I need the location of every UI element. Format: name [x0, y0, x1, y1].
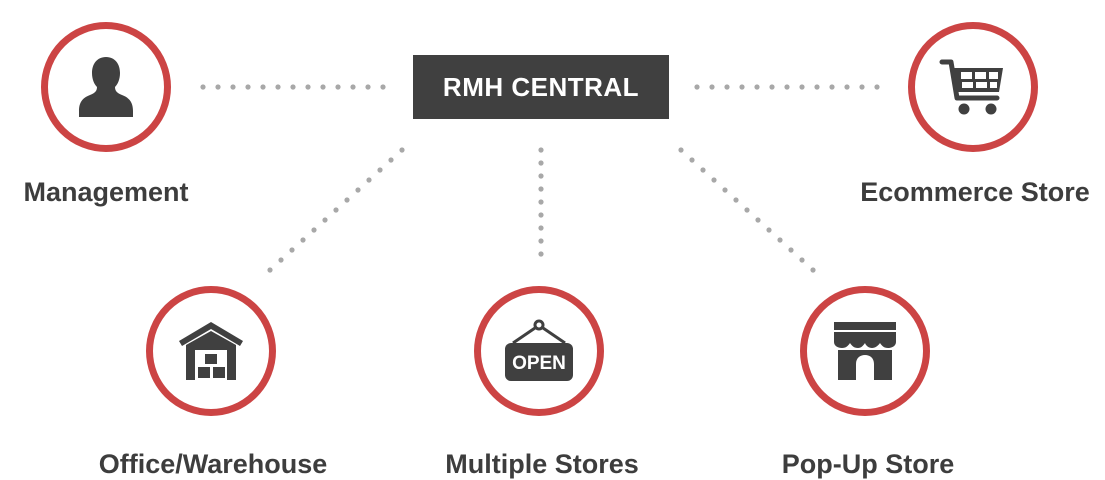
connector-ecommerce — [694, 84, 880, 90]
connector-management — [200, 84, 386, 90]
shopping-cart-icon — [939, 59, 1003, 115]
stores-node: OPEN — [474, 286, 604, 416]
svg-text:OPEN: OPEN — [512, 353, 566, 374]
popup-node — [800, 286, 930, 416]
office-node — [146, 286, 276, 416]
management-label: Management — [23, 177, 189, 207]
connector-office — [267, 147, 405, 273]
popup-label: Pop-Up Store — [781, 449, 955, 479]
stores-label: Multiple Stores — [445, 449, 639, 479]
management-node — [41, 22, 171, 152]
office-label: Office/Warehouse — [98, 449, 328, 479]
open-sign-icon: OPEN — [505, 319, 573, 381]
ecommerce-label: Ecommerce Store — [860, 177, 1090, 207]
warehouse-icon — [179, 322, 243, 380]
central-label: RMH CENTRAL — [442, 71, 640, 102]
connector-popup — [678, 147, 816, 273]
person-icon — [79, 57, 133, 117]
central-hub: RMH CENTRAL — [413, 55, 669, 119]
connector-stores — [538, 147, 544, 257]
storefront-awning-icon — [834, 322, 896, 380]
ecommerce-node — [908, 22, 1038, 152]
